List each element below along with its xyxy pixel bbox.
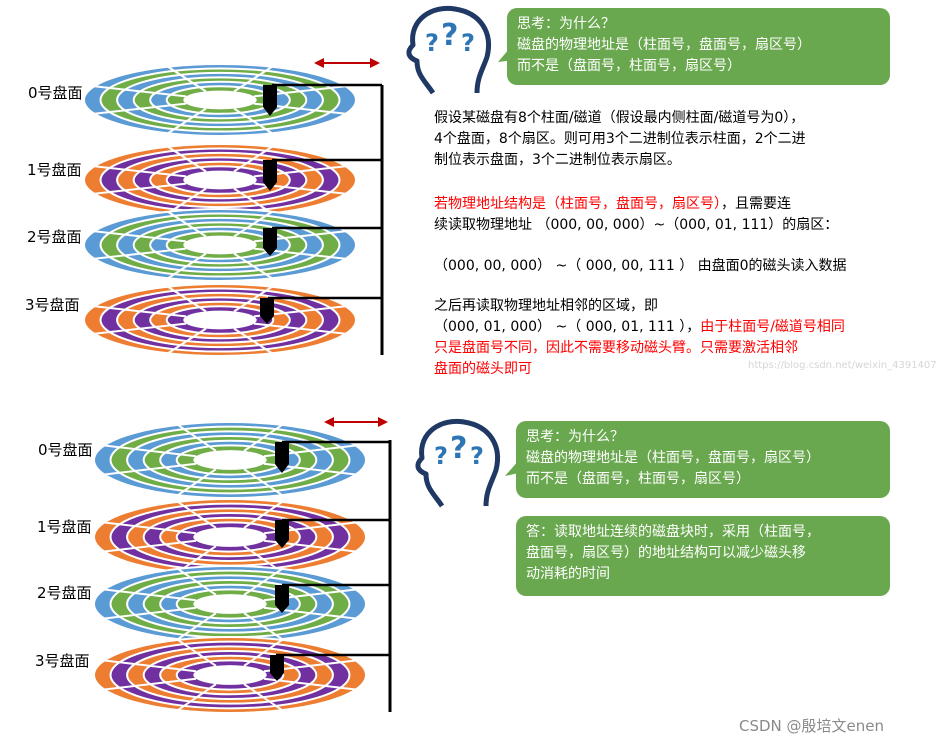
url-watermark: https://blog.csdn.net/weixin_4391407 xyxy=(748,360,937,371)
bubble-line: 思考：为什么？ xyxy=(526,429,624,445)
csdn-watermark: CSDN @殷培文enen xyxy=(738,717,884,735)
highlight-text: 只是盘面号不同，因此不需要移动磁头臂。只需要激活相邻 xyxy=(434,340,798,356)
highlight-text: 盘面的磁头即可 xyxy=(434,361,532,377)
head-question-icon: ? ? ? xyxy=(406,5,491,95)
head-question-icon: ? ? ? xyxy=(415,418,500,508)
text-line: 制位表示盘面，3个二进制位表示扇区。 xyxy=(434,152,681,168)
platter xyxy=(83,283,357,357)
top-platter-stack xyxy=(83,58,384,357)
bubble-line: 磁盘的物理地址是（柱面号，盘面号，扇区号） xyxy=(526,450,820,466)
double-arrow-icon xyxy=(324,417,388,427)
platter xyxy=(93,498,367,576)
highlight-text: 若物理地址结构是（柱面号，盘面号，扇区号） xyxy=(434,196,721,212)
svg-text:?: ? xyxy=(450,431,467,466)
thinking-bubble: 思考：为什么？ 磁盘的物理地址是（柱面号，盘面号，扇区号） 而不是（盘面号，柱面… xyxy=(507,8,890,85)
double-arrow-icon xyxy=(314,58,380,68)
answer-bubble: 答：读取地址连续的磁盘块时，采用（柱面号， 盘面号，扇区号）的地址结构可以减少磁… xyxy=(516,516,890,596)
bubble-line: 磁盘的物理地址是（柱面号，盘面号，扇区号） xyxy=(517,37,811,53)
platter-label: 2号盘面 xyxy=(37,584,92,602)
text-span: （000, 01, 000） ~（ 000, 01, 111 ）， xyxy=(434,319,701,335)
read-head xyxy=(260,298,274,324)
bubble-line: 答：读取地址连续的磁盘块时，采用（柱面号， xyxy=(526,524,820,540)
bubble-line: 盘面号，扇区号）的地址结构可以减少磁头移 xyxy=(526,545,806,561)
platter xyxy=(83,63,357,137)
read-head xyxy=(263,228,277,256)
read-head xyxy=(263,160,277,191)
paragraph-setup: 假设某磁盘有8个柱面/磁道（假设最内侧柱面/磁道号为0）， 4个盘面，8个扇区。… xyxy=(434,108,892,171)
bottom-platter-stack xyxy=(93,417,392,714)
thinking-bubble: 思考：为什么？ 磁盘的物理地址是（柱面号，盘面号，扇区号） 而不是（盘面号，柱面… xyxy=(516,421,890,498)
platter-label: 0号盘面 xyxy=(28,84,83,102)
read-head xyxy=(275,442,289,473)
text-line: 假设某磁盘有8个柱面/磁道（假设最内侧柱面/磁道号为0）， xyxy=(434,110,805,126)
platter-label: 2号盘面 xyxy=(27,228,82,246)
platter-label: 1号盘面 xyxy=(37,518,92,536)
bubble-line: 思考：为什么？ xyxy=(517,16,615,32)
platter-label: 0号盘面 xyxy=(38,441,93,459)
svg-text:?: ? xyxy=(461,29,475,57)
platter-label: 3号盘面 xyxy=(35,652,90,670)
bubble-line: 动消耗的时间 xyxy=(526,566,610,582)
paragraph-read-0: （000, 00, 000） ~（ 000, 00, 111 ） 由盘面0的磁头… xyxy=(434,258,847,274)
paragraph-read-1: 之后再读取物理地址相邻的区域，即 （000, 01, 000） ~（ 000, … xyxy=(434,296,892,380)
platter xyxy=(83,143,357,217)
bubble-line: 而不是（盘面号，柱面号，扇区号） xyxy=(526,471,750,487)
read-head xyxy=(263,85,277,116)
platter-label: 1号盘面 xyxy=(27,161,82,179)
text-line: 之后再读取物理地址相邻的区域，即 xyxy=(434,298,658,314)
platter-label: 3号盘面 xyxy=(25,296,80,314)
platter xyxy=(93,636,367,714)
paragraph-structure: 若物理地址结构是（柱面号，盘面号，扇区号），且需要连 续读取物理地址 （000,… xyxy=(434,194,892,236)
disk-diagram: 0号盘面 1号盘面 2号盘面 3号盘面 0号盘面 1号盘面 2号盘面 3号盘面 … xyxy=(25,5,523,714)
text-span: ，且需要连 xyxy=(721,196,791,212)
read-head xyxy=(275,585,289,613)
platter xyxy=(83,208,357,282)
read-head xyxy=(275,520,289,548)
text-line: 4个盘面，8个扇区。则可用3个二进制位表示柱面，2个二进 xyxy=(434,131,806,147)
svg-text:?: ? xyxy=(425,29,439,57)
svg-text:?: ? xyxy=(434,442,448,470)
platter xyxy=(93,565,367,643)
highlight-text: 由于柱面号/磁道号相同 xyxy=(700,319,845,335)
bubble-line: 而不是（盘面号，柱面号，扇区号） xyxy=(517,58,741,74)
read-head xyxy=(270,655,284,681)
platter xyxy=(93,421,367,499)
svg-text:?: ? xyxy=(441,18,458,53)
svg-text:?: ? xyxy=(470,442,484,470)
text-line: 续读取物理地址 （000, 00, 000）~（000, 01, 111）的扇区… xyxy=(434,217,839,233)
